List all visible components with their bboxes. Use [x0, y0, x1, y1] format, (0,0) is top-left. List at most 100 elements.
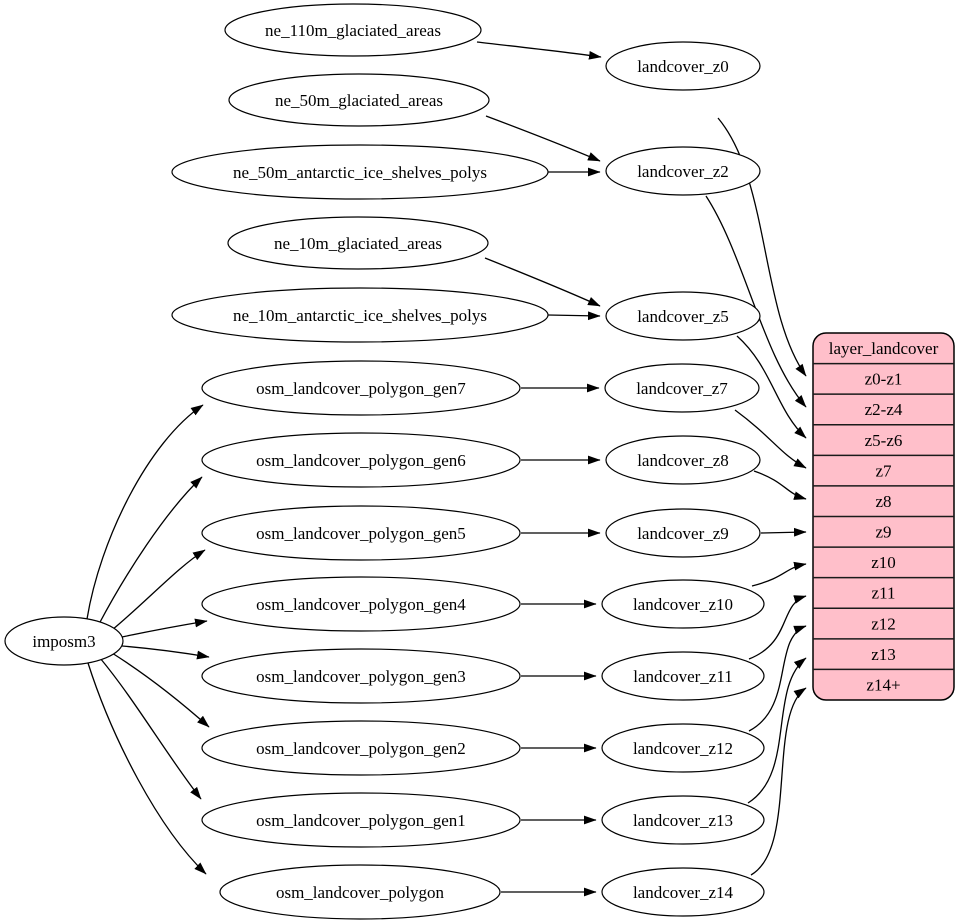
node-label: ne_50m_glaciated_areas: [275, 91, 443, 110]
table-row-z7: z7: [875, 461, 892, 480]
node-ellipse: [201, 576, 521, 632]
edge-landcover_z12-to-layer_landcover-z12: [748, 625, 807, 732]
node-ellipse: [224, 3, 482, 57]
edge-imposm3-to-osm_landcover_polygon_gen1: [99, 657, 202, 800]
node-osm_landcover_polygon_gen5: osm_landcover_polygon_gen5: [201, 505, 521, 561]
node-ellipse: [601, 723, 765, 773]
node-label: osm_landcover_polygon: [276, 883, 445, 902]
node-osm_landcover_polygon_gen7: osm_landcover_polygon_gen7: [201, 360, 521, 416]
node-ellipse: [605, 435, 761, 485]
node-label: landcover_z12: [633, 739, 733, 758]
edge-landcover_z5-to-layer_landcover-z5-z6: [736, 335, 807, 439]
node-ne_10m_antarctic_ice_shelves_polys: ne_10m_antarctic_ice_shelves_polys: [171, 287, 549, 343]
table-layer: layer_landcoverz0-z1z2-z4z5-z6z7z8z9z10z…: [812, 332, 955, 701]
node-label: ne_50m_antarctic_ice_shelves_polys: [233, 163, 487, 182]
edge-imposm3-to-osm_landcover_polygon_gen4: [121, 618, 208, 638]
node-osm_landcover_polygon_gen4: osm_landcover_polygon_gen4: [201, 576, 521, 632]
node-ellipse: [605, 508, 761, 558]
edge-ne_10m_glaciated_areas-to-landcover_z5: [484, 257, 601, 307]
node-label: landcover_z5: [637, 307, 729, 326]
node-landcover_z10: landcover_z10: [601, 579, 765, 629]
node-imposm3: imposm3: [4, 616, 124, 666]
node-label: ne_10m_antarctic_ice_shelves_polys: [233, 306, 487, 325]
node-label: landcover_z0: [637, 57, 729, 76]
node-label: landcover_z13: [633, 811, 733, 830]
node-ellipse: [601, 795, 765, 845]
node-label: landcover_z11: [633, 667, 732, 686]
node-label: osm_landcover_polygon_gen5: [256, 524, 466, 543]
node-ellipse: [171, 287, 549, 343]
node-ellipse: [4, 616, 124, 666]
node-ellipse: [201, 648, 521, 704]
node-label: landcover_z9: [637, 524, 729, 543]
node-ellipse: [227, 216, 489, 270]
layer-table-title: layer_landcover: [829, 339, 939, 358]
table-row-z11: z11: [872, 584, 896, 603]
node-ne_10m_glaciated_areas: ne_10m_glaciated_areas: [227, 216, 489, 270]
node-ellipse: [605, 291, 761, 341]
edges-layer: [86, 41, 807, 897]
table-row-z2-z4: z2-z4: [865, 400, 903, 419]
node-ellipse: [171, 144, 549, 200]
node-osm_landcover_polygon_gen1: osm_landcover_polygon_gen1: [201, 792, 521, 848]
node-osm_landcover_polygon_gen2: osm_landcover_polygon_gen2: [201, 720, 521, 776]
node-landcover_z2: landcover_z2: [605, 146, 761, 196]
node-ellipse: [228, 73, 490, 127]
edge-imposm3-to-osm_landcover_polygon_gen7: [86, 404, 204, 620]
node-label: osm_landcover_polygon_gen7: [256, 379, 466, 398]
table-row-z0-z1: z0-z1: [865, 370, 903, 389]
edge-landcover_z14-to-layer_landcover-z14+: [750, 687, 807, 876]
table-row-z12: z12: [871, 614, 896, 633]
node-label: osm_landcover_polygon_gen4: [256, 595, 466, 614]
node-label: osm_landcover_polygon_gen3: [256, 667, 466, 686]
node-label: landcover_z7: [636, 379, 728, 398]
table-row-z10: z10: [871, 553, 896, 572]
edge-landcover_z10-to-layer_landcover-z10: [751, 561, 807, 587]
layer-table-layer_landcover: layer_landcoverz0-z1z2-z4z5-z6z7z8z9z10z…: [812, 332, 955, 701]
node-osm_landcover_polygon_gen6: osm_landcover_polygon_gen6: [201, 432, 521, 488]
nodes-layer: imposm3 ne_110m_glaciated_areas ne_50m_gla…: [4, 3, 765, 920]
node-label: imposm3: [32, 632, 95, 651]
node-ellipse: [604, 363, 760, 413]
node-osm_landcover_polygon_gen3: osm_landcover_polygon_gen3: [201, 648, 521, 704]
node-ellipse: [201, 792, 521, 848]
node-ellipse: [605, 41, 761, 91]
edge-landcover_z11-to-layer_landcover-z11: [748, 595, 807, 660]
edge-imposm3-to-osm_landcover_polygon_gen3: [121, 645, 210, 660]
edge-landcover_z13-to-layer_landcover-z13: [747, 657, 807, 804]
edge-imposm3-to-osm_landcover_polygon_gen6: [98, 476, 203, 625]
node-landcover_z8: landcover_z8: [605, 435, 761, 485]
node-ne_110m_glaciated_areas: ne_110m_glaciated_areas: [224, 3, 482, 57]
node-label: landcover_z8: [637, 451, 729, 470]
edge-imposm3-to-osm_landcover_polygon_gen2: [111, 652, 210, 728]
edge-landcover_z0-to-layer_landcover-z0-z1: [717, 117, 807, 377]
node-landcover_z7: landcover_z7: [604, 363, 760, 413]
node-label: landcover_z14: [633, 883, 734, 902]
table-row-z9: z9: [875, 523, 891, 542]
node-ellipse: [201, 432, 521, 488]
node-ellipse: [201, 720, 521, 776]
edge-landcover_z9-to-layer_landcover-z9: [760, 527, 807, 537]
edge-landcover_z2-to-layer_landcover-z2-z4: [705, 195, 807, 408]
table-row-z13: z13: [871, 645, 896, 664]
edge-imposm3-to-osm_landcover_polygon: [87, 662, 207, 875]
node-ellipse: [201, 505, 521, 561]
node-ellipse: [201, 360, 521, 416]
edge-landcover_z7-to-layer_landcover-z7: [734, 409, 807, 469]
edge-landcover_z8-to-layer_landcover-z8: [753, 470, 807, 500]
node-ellipse: [601, 579, 765, 629]
node-ne_50m_antarctic_ice_shelves_polys: ne_50m_antarctic_ice_shelves_polys: [171, 144, 549, 200]
node-label: osm_landcover_polygon_gen6: [256, 451, 466, 470]
node-landcover_z9: landcover_z9: [605, 508, 761, 558]
node-ellipse: [219, 864, 501, 920]
edge-ne_110m_glaciated_areas-to-landcover_z0: [476, 41, 602, 60]
node-label: ne_10m_glaciated_areas: [274, 234, 442, 253]
table-row-z5-z6: z5-z6: [865, 431, 903, 450]
node-ne_50m_glaciated_areas: ne_50m_glaciated_areas: [228, 73, 490, 127]
node-landcover_z14: landcover_z14: [601, 867, 765, 917]
node-ellipse: [601, 867, 765, 917]
node-landcover_z0: landcover_z0: [605, 41, 761, 91]
edge-ne_10m_antarctic_ice_shelves_polys-to-landcover_z5: [547, 311, 601, 321]
